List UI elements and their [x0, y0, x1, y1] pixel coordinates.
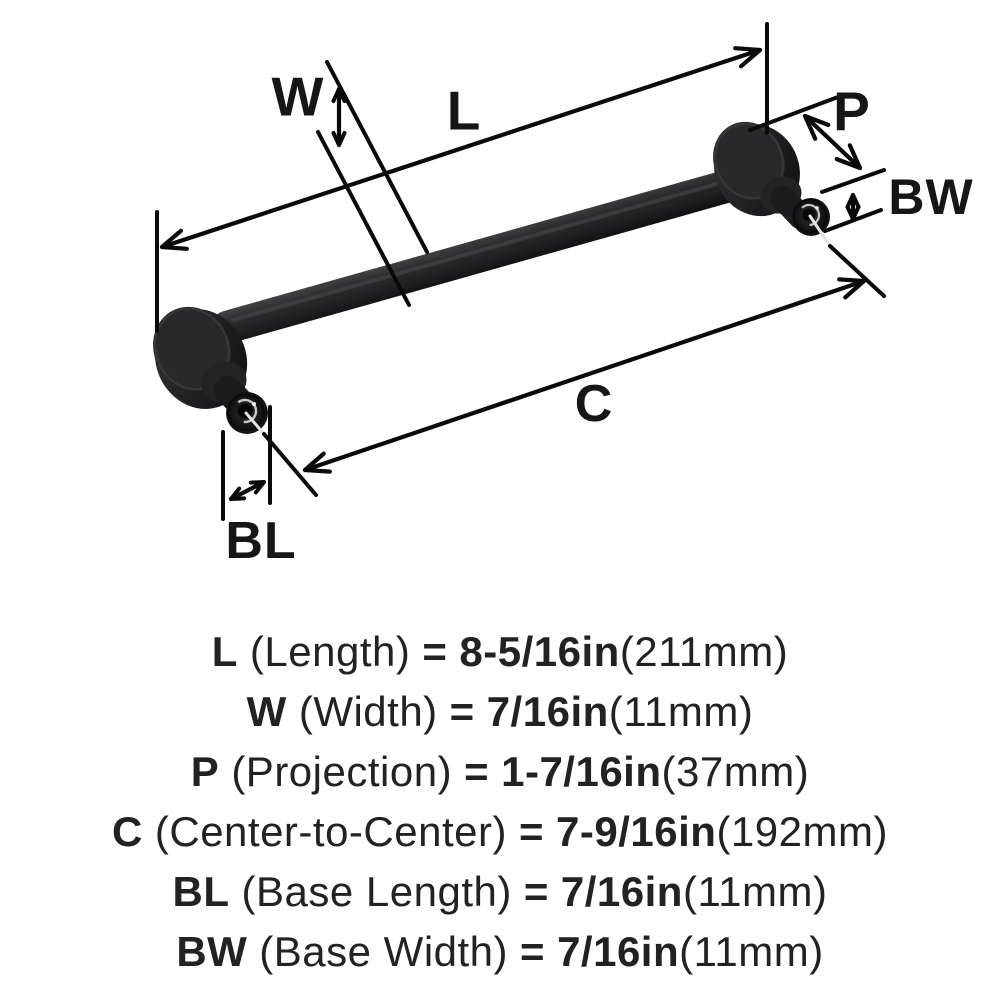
spec-label: L: [211, 628, 238, 675]
spec-equals: =: [449, 688, 475, 735]
spec-desc: (Projection): [231, 748, 453, 795]
w-extension-line-lower: [316, 130, 411, 307]
left-screw-glint: [252, 402, 256, 406]
spec-equals: =: [520, 928, 546, 975]
spec-label: W: [246, 688, 287, 735]
c-extension-right: [828, 244, 886, 298]
spec-value: 1-7/16in: [501, 748, 662, 795]
spec-label: C: [112, 808, 143, 855]
spec-row-base-length: BL (Base Length) = 7/16in (11mm): [0, 862, 1000, 922]
spec-value: 7/16in: [557, 928, 680, 975]
spec-value: 7-9/16in: [556, 808, 717, 855]
spec-label: P: [190, 748, 220, 795]
dimension-label-bw: BW: [888, 169, 974, 225]
p-extension-tick: [748, 95, 840, 132]
c-extension-left: [262, 432, 318, 497]
spec-row-projection: P (Projection) = 1-7/16in (37mm): [0, 742, 1000, 802]
dimension-label-c: C: [574, 375, 614, 433]
c-dimension-line: [302, 277, 867, 474]
spec-row-width: W (Width) = 7/16in (11mm): [0, 682, 1000, 742]
spec-equals: =: [523, 868, 549, 915]
right-screw-glint: [815, 206, 819, 210]
spec-desc: (Base Width): [259, 928, 509, 975]
spec-value: 7/16in: [486, 688, 609, 735]
c-extension-right-white: [808, 214, 832, 248]
handle-bar: [211, 167, 752, 344]
spec-desc: (Center-to-Center): [154, 808, 507, 855]
spec-metric: (11mm): [608, 688, 754, 735]
spec-desc: (Length): [249, 628, 411, 675]
bl-dimension-arrow: [228, 479, 267, 502]
spec-metric: (11mm): [679, 928, 824, 975]
l-dimension-line: [159, 46, 763, 251]
p-dimension-arrow: [802, 113, 863, 171]
handle-artwork: [153, 121, 830, 434]
dimension-label-l: L: [446, 79, 482, 142]
spec-value: 8-5/16in: [459, 628, 620, 675]
spec-metric: (211mm): [619, 628, 789, 675]
spec-row-base-width: BW (Base Width) = 7/16in (11mm): [0, 922, 1000, 982]
spec-desc: (Width): [298, 688, 438, 735]
dimension-label-w: W: [271, 65, 325, 128]
spec-metric: (192mm): [716, 808, 888, 855]
spec-row-length: L (Length) = 8-5/16in (211mm): [0, 622, 1000, 682]
spec-row-center-to-center: C (Center-to-Center) = 7-9/16in (192mm): [0, 802, 1000, 862]
spec-label: BL: [172, 868, 230, 915]
spec-metric: (37mm): [661, 748, 810, 795]
spec-equals: =: [464, 748, 490, 795]
spec-desc: (Base Length): [241, 868, 512, 915]
dimension-lines: [155, 22, 886, 521]
spec-label: BW: [176, 928, 248, 975]
w-extension-line-upper: [325, 60, 429, 254]
spec-list: L (Length) = 8-5/16in (211mm) W (Width) …: [0, 622, 1000, 982]
spec-equals: =: [422, 628, 448, 675]
spec-metric: (11mm): [682, 868, 828, 915]
spec-equals: =: [518, 808, 545, 855]
bw-extension-tick-top: [820, 168, 886, 194]
dimension-label-p: P: [833, 80, 871, 143]
spec-value: 7/16in: [560, 868, 683, 915]
dimension-label-bl: BL: [225, 512, 297, 570]
c-extension-left-white: [244, 411, 266, 436]
